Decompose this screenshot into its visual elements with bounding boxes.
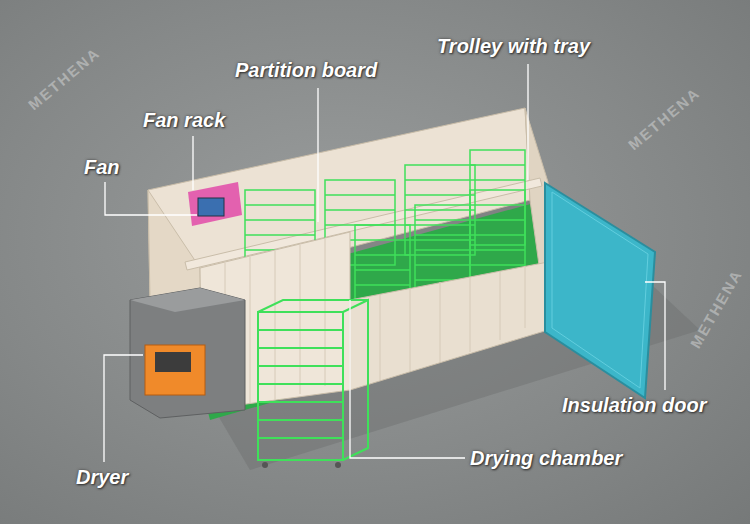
door-edge (552, 192, 648, 388)
insulation-door (545, 183, 655, 398)
part-label: Drying chamber (470, 446, 622, 470)
partition-board (185, 178, 542, 270)
wheel (335, 462, 341, 468)
part-label: Trolley with tray (437, 34, 590, 58)
fan-rack (188, 182, 242, 226)
part-label: Dryer (76, 465, 128, 489)
control-panel (145, 345, 205, 395)
fan (198, 198, 224, 216)
part-label: Partition board (235, 58, 377, 82)
watermark: METHENA (25, 44, 103, 114)
panel-screen (155, 352, 191, 372)
wheel (262, 462, 268, 468)
part-label: Fan (84, 155, 120, 179)
part-label: Insulation door (562, 393, 706, 417)
watermark: METHENA (625, 84, 703, 154)
foreground-trolley (258, 300, 368, 460)
dryer (130, 288, 245, 418)
part-label: Fan rack (143, 108, 225, 132)
watermark: METHENA (687, 266, 746, 351)
dryer-top (130, 288, 245, 312)
wall-panels (225, 239, 525, 406)
